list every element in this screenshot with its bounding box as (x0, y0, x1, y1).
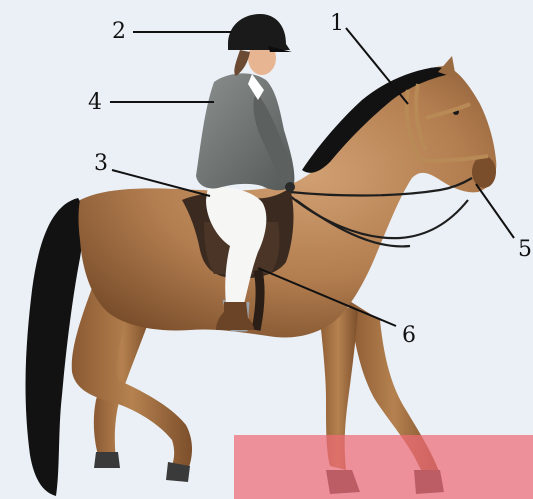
callout-6: 6 (402, 323, 416, 348)
girth (256, 270, 260, 330)
callout-4: 4 (88, 90, 102, 115)
callout-1: 1 (330, 11, 344, 36)
callout-2: 2 (112, 19, 126, 44)
callout-3: 3 (94, 151, 108, 176)
muzzle (472, 156, 496, 188)
hoof-hind-far (94, 452, 120, 468)
rider-glove (285, 182, 295, 192)
callout-5: 5 (518, 237, 532, 262)
highlight-overlay (234, 435, 533, 499)
